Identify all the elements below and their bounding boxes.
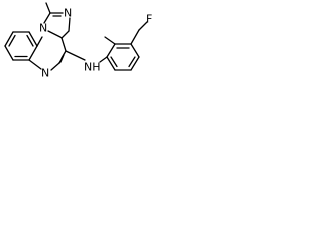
imidazole-n2-label: N [64, 7, 72, 20]
bond [130, 56, 140, 71]
bond [130, 43, 140, 58]
bond [61, 30, 70, 39]
bond [28, 59, 42, 70]
quinoxaline-n-label: N [41, 67, 49, 80]
bond [28, 31, 38, 47]
bond [60, 54, 65, 63]
bond [4, 45, 14, 61]
chemical-structure: N N N NH F [4, 2, 152, 80]
bond [36, 36, 43, 47]
amine-label: NH [84, 61, 101, 74]
bond [104, 36, 116, 45]
bond [106, 56, 116, 71]
fluoro-label: F [146, 13, 152, 26]
bond [47, 30, 63, 39]
imidazole-n1-label: N [39, 22, 47, 35]
bond [50, 62, 60, 71]
atom-labels: N N N NH F [39, 7, 152, 80]
bond [99, 56, 108, 63]
bond [4, 31, 14, 47]
bond [110, 56, 118, 68]
bond [68, 17, 71, 32]
bond [65, 50, 86, 61]
bond [130, 29, 140, 45]
bond [128, 56, 136, 68]
bond [8, 34, 16, 47]
bond [138, 21, 148, 31]
bond [28, 45, 38, 61]
bond [61, 37, 67, 52]
bond [26, 34, 34, 47]
bond [45, 2, 51, 14]
bonds [4, 2, 148, 71]
bond [43, 12, 51, 24]
bond [106, 43, 116, 58]
